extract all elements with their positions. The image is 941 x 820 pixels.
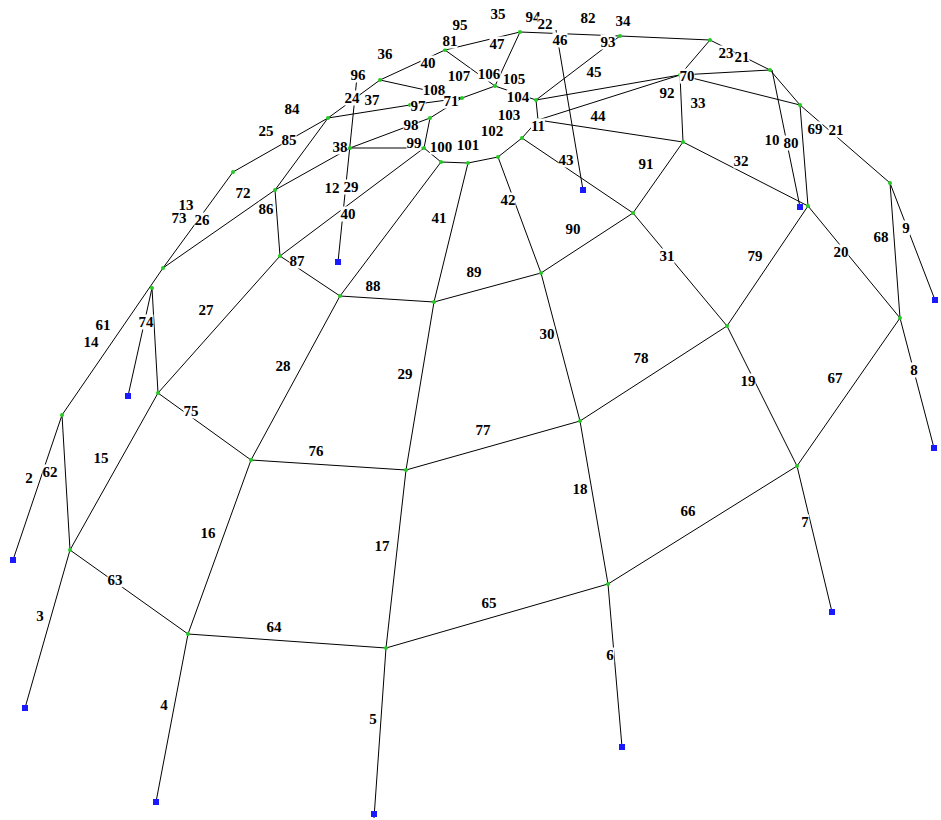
member-number: 61 [96,318,111,333]
member-number: 86 [259,202,274,217]
member-number: 75 [184,404,199,419]
member-number: 63 [108,573,123,588]
member-number: 87 [290,254,305,269]
member-number: 19 [741,374,756,389]
member-number: 64 [267,620,282,635]
member-number: 76 [309,444,324,459]
joint-dots [62,32,900,648]
member-number: 5 [369,712,377,727]
member-number: 66 [681,504,696,519]
member-number: 65 [482,596,497,611]
member-number: 108 [423,83,446,98]
member-number: 102 [481,124,504,139]
member-number: 2 [25,471,33,486]
member-number: 93 [601,35,616,50]
support-squares [13,190,935,814]
member-number: 12 [325,181,340,196]
member-number: 43 [559,153,574,168]
member-number: 40 [421,56,436,71]
member-number: 90 [566,222,581,237]
member-number: 70 [680,69,695,84]
member-number: 3 [36,609,44,624]
member-number: 77 [476,423,491,438]
member-number: 29 [398,367,413,382]
member-number: 33 [691,96,706,111]
member-number: 34 [616,14,631,29]
member-number: 81 [443,34,458,49]
member-number: 100 [430,140,453,155]
member-number: 97 [411,99,426,114]
member-number: 9 [902,221,910,236]
member-number: 103 [498,108,521,123]
member-number: 35 [491,7,506,22]
member-number: 72 [236,186,251,201]
member-number: 91 [639,157,654,172]
member-number: 92 [660,86,675,101]
member-number: 107 [448,69,471,84]
member-number: 17 [375,539,390,554]
member-number: 14 [84,335,99,350]
member-number: 96 [351,68,366,83]
member-number: 67 [828,371,843,386]
member-number: 25 [259,124,274,139]
member-number: 84 [285,102,300,117]
member-number: 32 [734,154,749,169]
member-number: 85 [282,133,297,148]
member-number: 47 [490,37,505,52]
member-number: 28 [276,359,291,374]
member-number: 22 [538,17,553,32]
member-number: 74 [139,315,154,330]
member-number: 88 [366,279,381,294]
member-number: 26 [195,213,210,228]
member-number: 46 [553,33,568,48]
member-number: 78 [634,351,649,366]
member-number: 10 [765,133,780,148]
member-number: 15 [94,451,109,466]
member-number: 8 [910,363,918,378]
member-number: 69 [808,122,823,137]
member-number: 6 [606,648,614,663]
member-number: 99 [407,136,422,151]
member-number: 45 [587,65,602,80]
member-number: 18 [573,482,588,497]
member-number: 7 [801,515,809,530]
member-number: 37 [365,93,380,108]
member-number: 42 [501,193,516,208]
member-number: 29 [344,180,359,195]
member-number: 21 [735,50,750,65]
member-number: 62 [43,465,58,480]
member-number: 73 [172,211,187,226]
frame-members [13,30,935,818]
member-number: 89 [467,265,482,280]
member-number: 23 [719,46,734,61]
member-number: 36 [378,47,393,62]
member-number: 79 [748,249,763,264]
member-number: 105 [503,72,526,87]
member-number: 104 [507,90,530,105]
member-number: 98 [404,118,419,133]
member-number: 11 [531,119,545,134]
member-number: 20 [834,245,849,260]
member-number: 24 [345,91,360,106]
member-number: 71 [444,94,459,109]
member-number: 40 [341,207,356,222]
member-number: 16 [201,526,216,541]
member-number: 95 [453,18,468,33]
member-number: 44 [591,109,606,124]
member-number: 27 [199,303,214,318]
member-number: 68 [874,230,889,245]
member-number: 21 [829,123,844,138]
member-number: 30 [540,327,555,342]
member-number: 80 [784,136,799,151]
member-number: 106 [478,67,501,82]
member-number: 31 [660,249,675,264]
member-number: 4 [160,698,168,713]
member-number: 41 [432,211,447,226]
member-number: 101 [457,138,480,153]
member-number: 82 [581,11,596,26]
member-number: 38 [333,140,348,155]
